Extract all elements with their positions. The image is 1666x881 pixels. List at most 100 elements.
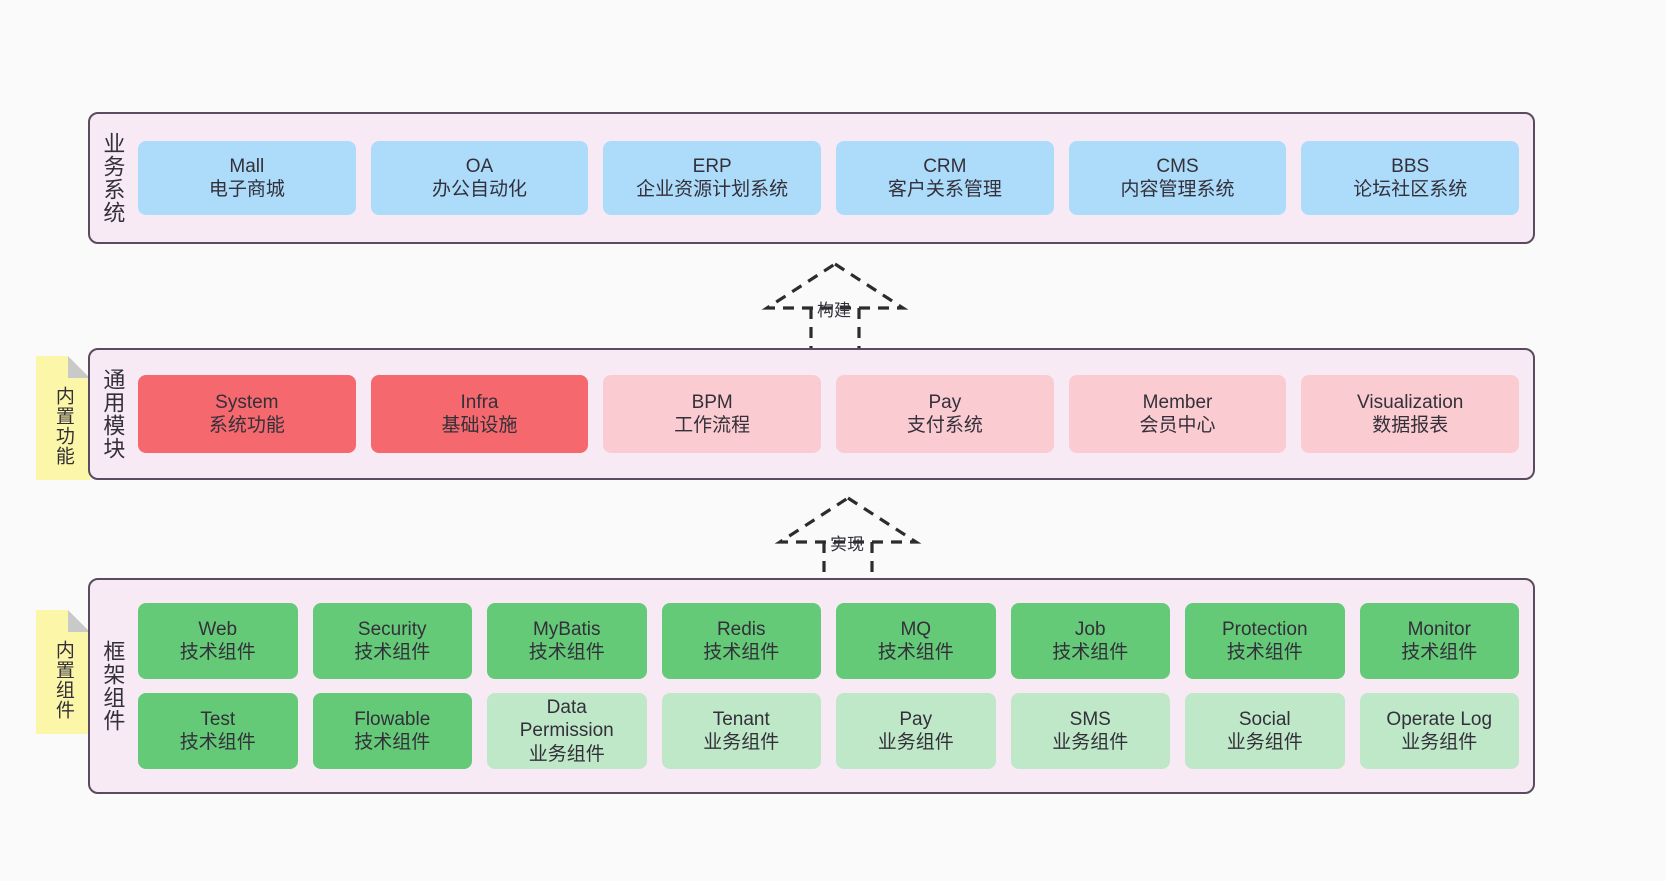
card-title-en: ERP <box>692 155 732 177</box>
card-mq[interactable]: MQ 技术组件 <box>836 603 996 679</box>
card-title-cn: 电子商城 <box>208 179 285 200</box>
layer-caption-framework-component: 框架组件 <box>100 640 126 732</box>
card-title-cn: 技术组件 <box>1226 642 1303 663</box>
card-title-en: Operate Log <box>1386 708 1493 730</box>
card-row: Web 技术组件 Security 技术组件 MyBatis 技术组件 Redi… <box>138 603 1519 679</box>
layer-caption-business-system: 业务系统 <box>100 132 126 224</box>
card-title-en: Tenant <box>712 708 770 730</box>
card-mall[interactable]: Mall 电子商城 <box>138 141 356 215</box>
card-title-en: Pay <box>899 708 933 730</box>
card-title-cn: 技术组件 <box>179 642 256 663</box>
card-bbs[interactable]: BBS 论坛社区系统 <box>1301 141 1520 215</box>
card-title-en: Mall <box>229 155 265 177</box>
card-title-en: Web <box>198 618 238 640</box>
card-title-en: BPM <box>691 391 733 413</box>
card-title-cn: 办公自动化 <box>432 179 528 200</box>
card-title-en: CRM <box>923 155 967 177</box>
card-title-en: OA <box>465 155 494 177</box>
card-title-cn: 技术组件 <box>1052 642 1129 663</box>
card-title-en: Pay <box>928 391 962 413</box>
card-row: System 系统功能 Infra 基础设施 BPM 工作流程 Pay 支付系统… <box>138 375 1520 453</box>
card-title-cn: 内容管理系统 <box>1120 179 1235 200</box>
sticky-fold-corner <box>68 356 90 378</box>
card-mybatis[interactable]: MyBatis 技术组件 <box>487 603 647 679</box>
layer-common-module: 通用模块 System 系统功能 Infra 基础设施 BPM 工作流程 Pay… <box>88 348 1535 480</box>
sticky-note-builtin-function: 内置功能 <box>36 356 90 480</box>
card-title-cn: 数据报表 <box>1372 415 1449 436</box>
card-oa[interactable]: OA 办公自动化 <box>370 141 589 215</box>
connector-build: 构建 <box>755 258 915 350</box>
card-title-en: BBS <box>1391 155 1430 177</box>
card-infra[interactable]: Infra 基础设施 <box>370 375 589 453</box>
card-title-en: MyBatis <box>532 618 601 640</box>
card-title-en: Redis <box>716 618 766 640</box>
card-visualization[interactable]: Visualization 数据报表 <box>1301 375 1520 453</box>
card-title-cn: 业务组件 <box>1401 732 1478 753</box>
card-title-cn: 业务组件 <box>1226 732 1303 753</box>
card-security[interactable]: Security 技术组件 <box>312 603 472 679</box>
card-web[interactable]: Web 技术组件 <box>138 603 298 679</box>
sticky-note-label: 内置功能 <box>52 386 74 466</box>
card-data-permission[interactable]: Data Permission 业务组件 <box>487 693 647 769</box>
card-title-en: Monitor <box>1407 618 1471 640</box>
card-protection[interactable]: Protection 技术组件 <box>1185 603 1345 679</box>
sticky-note-label: 内置组件 <box>52 640 74 720</box>
card-row: Mall 电子商城 OA 办公自动化 ERP 企业资源计划系统 CRM 客户关系… <box>138 141 1520 215</box>
card-title-en: MQ <box>900 618 932 640</box>
card-title-en: Infra <box>460 391 499 413</box>
card-tenant[interactable]: Tenant 业务组件 <box>661 693 821 769</box>
layer-body-framework-component: Web 技术组件 Security 技术组件 MyBatis 技术组件 Redi… <box>134 580 1533 792</box>
card-title-en: Social <box>1238 708 1291 730</box>
card-title-en: System <box>215 391 279 413</box>
card-title-cn: 客户关系管理 <box>887 179 1002 200</box>
card-sms[interactable]: SMS 业务组件 <box>1010 693 1170 769</box>
card-title-cn: 系统功能 <box>208 415 285 436</box>
card-job[interactable]: Job 技术组件 <box>1010 603 1170 679</box>
card-erp[interactable]: ERP 企业资源计划系统 <box>603 141 822 215</box>
card-title-cn: 技术组件 <box>1401 642 1478 663</box>
connector-build-arrow <box>761 262 909 350</box>
card-title-en: Job <box>1074 618 1106 640</box>
sticky-note-builtin-component: 内置组件 <box>36 610 90 734</box>
card-title-cn: 业务组件 <box>528 743 605 765</box>
card-title-cn: 会员中心 <box>1139 415 1216 436</box>
card-title-en: Member <box>1142 391 1213 413</box>
card-title-en: Visualization <box>1357 391 1464 413</box>
connector-build-label: 构建 <box>817 301 851 320</box>
card-redis[interactable]: Redis 技术组件 <box>661 603 821 679</box>
card-cms[interactable]: CMS 内容管理系统 <box>1068 141 1287 215</box>
card-flowable[interactable]: Flowable 技术组件 <box>312 693 472 769</box>
card-title-cn: 论坛社区系统 <box>1353 179 1468 200</box>
card-title-cn: 工作流程 <box>674 415 751 436</box>
card-test[interactable]: Test 技术组件 <box>138 693 298 769</box>
card-title-en: Test <box>200 708 236 730</box>
card-title-cn: 技术组件 <box>354 732 431 753</box>
card-title-cn: 技术组件 <box>703 642 780 663</box>
card-row: Test 技术组件 Flowable 技术组件 Data Permission … <box>138 693 1519 769</box>
card-title-en: Flowable <box>354 708 431 730</box>
card-title-cn: 业务组件 <box>1052 732 1129 753</box>
connector-implement-label: 实现 <box>830 535 864 554</box>
layer-body-business-system: Mall 电子商城 OA 办公自动化 ERP 企业资源计划系统 CRM 客户关系… <box>134 114 1533 242</box>
layer-framework-component: 框架组件 Web 技术组件 Security 技术组件 MyBatis 技术组件… <box>88 578 1535 794</box>
card-social[interactable]: Social 业务组件 <box>1185 693 1345 769</box>
card-title-cn: 技术组件 <box>528 642 605 663</box>
card-pay[interactable]: Pay 支付系统 <box>836 375 1054 453</box>
sticky-fold-corner <box>68 610 90 632</box>
card-pay-business[interactable]: Pay 业务组件 <box>836 693 996 769</box>
connector-implement-arrow <box>774 496 922 584</box>
card-title-en: Protection <box>1221 618 1308 640</box>
card-member[interactable]: Member 会员中心 <box>1068 375 1287 453</box>
card-system[interactable]: System 系统功能 <box>138 375 356 453</box>
card-bpm[interactable]: BPM 工作流程 <box>603 375 822 453</box>
card-crm[interactable]: CRM 客户关系管理 <box>836 141 1054 215</box>
card-monitor[interactable]: Monitor 技术组件 <box>1359 603 1519 679</box>
card-title-en: CMS <box>1156 155 1199 177</box>
layer-business-system: 业务系统 Mall 电子商城 OA 办公自动化 ERP 企业资源计划系统 CRM… <box>88 112 1535 244</box>
layer-body-common-module: System 系统功能 Infra 基础设施 BPM 工作流程 Pay 支付系统… <box>134 350 1533 478</box>
card-operate-log[interactable]: Operate Log 业务组件 <box>1359 693 1519 769</box>
card-title-en: SMS <box>1069 708 1111 730</box>
card-title-cn: 支付系统 <box>906 415 983 436</box>
card-title-cn: 技术组件 <box>877 642 954 663</box>
